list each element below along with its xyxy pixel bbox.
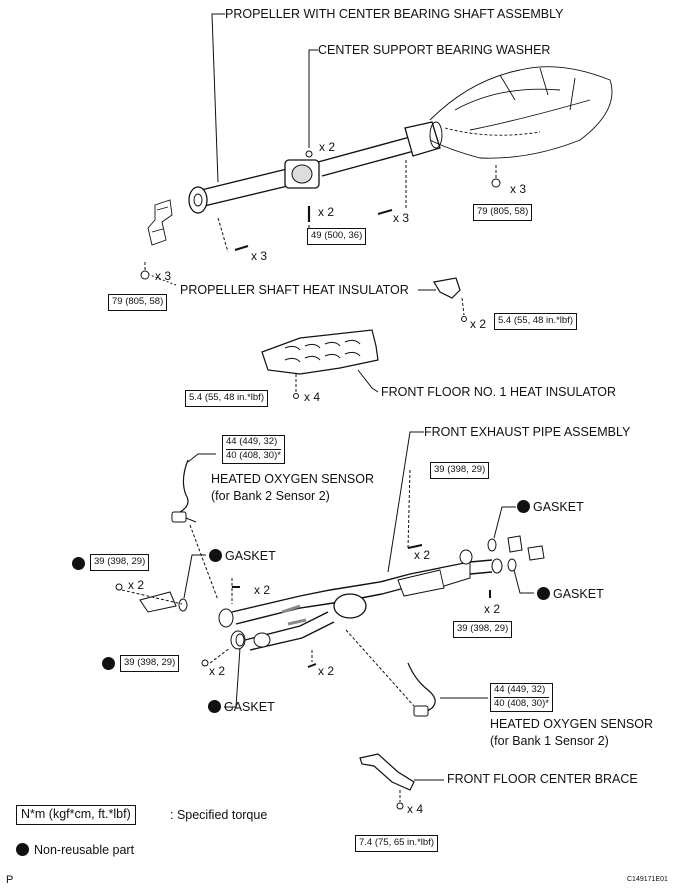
label-gasket-left-top: GASKET: [225, 549, 276, 563]
label-front-exhaust-pipe: FRONT EXHAUST PIPE ASSEMBLY: [424, 425, 631, 439]
label-gasket-right-bottom: GASKET: [553, 587, 604, 601]
label-front-floor-center-brace: FRONT FLOOR CENTER BRACE: [447, 772, 638, 786]
label-propeller-assembly: PROPELLER WITH CENTER BEARING SHAFT ASSE…: [225, 7, 564, 21]
label-o2-bank2: HEATED OXYGEN SENSOR: [211, 472, 374, 486]
legend-torque-box: N*m (kgf*cm, ft.*lbf): [16, 805, 136, 825]
figure-code: C149171E01: [627, 876, 668, 883]
nonreusable-dot: [517, 500, 530, 513]
torque-rear-flange: 79 (805, 58): [473, 204, 533, 221]
oxygen-sensor-bank1: [345, 629, 488, 717]
label-propeller-heat-insulator: PROPELLER SHAFT HEAT INSULATOR: [180, 283, 409, 297]
label-bearing-washer: CENTER SUPPORT BEARING WASHER: [318, 43, 551, 57]
torque-o2-bank2-primary: 44 (449, 32): [226, 436, 278, 447]
nonreusable-dot: [72, 557, 85, 570]
torque-o2-bank2-alt: 40 (408, 30)*: [226, 448, 281, 461]
qty-exhaust-top: x 2: [414, 548, 431, 562]
torque-exhaust-left-bottom: 39 (398, 29): [120, 655, 180, 672]
front-floor-center-brace: [359, 753, 444, 810]
torque-front-flange: 79 (805, 58): [108, 294, 168, 311]
qty-exhaust-right: x 2: [484, 602, 501, 616]
qty-front-nut: x 3: [155, 269, 172, 283]
torque-o2-bank1-alt: 40 (408, 30)*: [494, 696, 549, 709]
torque-exhaust-top: 39 (398, 29): [430, 462, 490, 479]
torque-center-brace: 7.4 (75, 65 in.*lbf): [355, 835, 438, 852]
label-gasket-bottom: GASKET: [224, 700, 275, 714]
qty-exhaust-left-bottom: x 2: [209, 664, 226, 678]
torque-exhaust-right: 39 (398, 29): [453, 621, 513, 638]
oxygen-sensor-bank2: [171, 453, 219, 601]
qty-bearing-bolt: x 2: [318, 205, 335, 219]
legend-nonreusable-dot: [16, 843, 29, 856]
qty-front-bolt: x 3: [251, 249, 268, 263]
front-bracket: [147, 199, 173, 246]
qty-insulator-nut: x 2: [470, 317, 487, 331]
legend-torque-desc: : Specified torque: [170, 808, 268, 822]
label-gasket-right-top: GASKET: [533, 500, 584, 514]
label-o2-bank2-sub: (for Bank 2 Sensor 2): [211, 489, 330, 503]
qty-washer: x 2: [319, 140, 336, 154]
torque-propeller-insulator: 5.4 (55, 48 in.*lbf): [494, 313, 577, 330]
qty-rear-nut: x 3: [510, 182, 527, 196]
torque-o2-bank2: 44 (449, 32) 40 (408, 30)*: [222, 435, 285, 464]
torque-center-bearing: 49 (500, 36): [307, 228, 367, 245]
propeller-shaft: [188, 121, 443, 214]
qty-exhaust-left-top: x 2: [128, 578, 145, 592]
qty-floor-insulator: x 4: [304, 390, 321, 404]
qty-center-brace: x 4: [407, 802, 424, 816]
legend-nonreusable-label: Non-reusable part: [34, 843, 135, 857]
torque-o2-bank1: 44 (449, 32) 40 (408, 30)*: [490, 683, 553, 712]
propeller-heat-insulator: [418, 277, 467, 322]
front-floor-heat-insulator: [261, 329, 379, 399]
qty-exhaust-bottom: x 2: [318, 664, 335, 678]
label-o2-bank1-sub: (for Bank 1 Sensor 2): [490, 734, 609, 748]
nonreusable-dot: [208, 700, 221, 713]
gaskets: [139, 535, 545, 647]
differential-housing: [429, 66, 613, 159]
label-front-floor-heat-insulator: FRONT FLOOR NO. 1 HEAT INSULATOR: [381, 385, 616, 399]
nonreusable-dot: [102, 657, 115, 670]
torque-exhaust-left-top: 39 (398, 29): [90, 554, 150, 571]
label-o2-bank1: HEATED OXYGEN SENSOR: [490, 717, 653, 731]
qty-flange-bolt: x 3: [393, 211, 410, 225]
corner-left-marker: P: [6, 874, 14, 886]
qty-exhaust-mid: x 2: [254, 583, 271, 597]
torque-floor-insulator: 5.4 (55, 48 in.*lbf): [185, 390, 268, 407]
torque-o2-bank1-primary: 44 (449, 32): [494, 684, 546, 695]
nonreusable-dot: [209, 549, 222, 562]
nonreusable-dot: [537, 587, 550, 600]
propeller-bolts: [140, 150, 501, 280]
